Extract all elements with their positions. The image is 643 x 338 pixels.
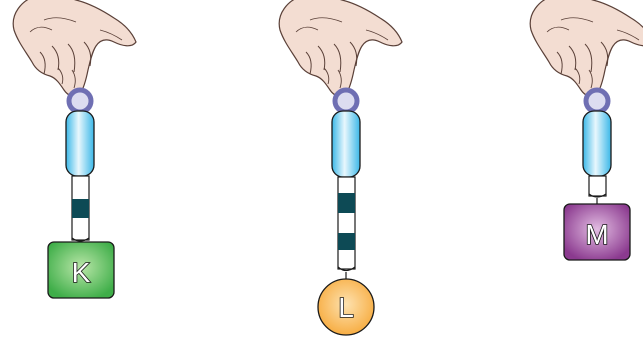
linker-segment (589, 176, 606, 196)
hand-icon (13, 0, 136, 96)
ring-icon (335, 90, 357, 112)
assembly-k: K (13, 0, 136, 298)
band-1 (338, 193, 355, 213)
ring-icon (586, 90, 608, 112)
band-1 (72, 199, 89, 218)
cylinder (66, 111, 94, 176)
band-2 (338, 233, 355, 250)
tag-l-label: L (338, 292, 354, 323)
tag-k-label: K (72, 257, 91, 288)
cylinder (583, 111, 611, 176)
hand-icon (530, 0, 643, 96)
ring-icon (69, 90, 91, 112)
cylinder (332, 111, 360, 177)
assembly-m: M (530, 0, 643, 260)
hand-icon (279, 0, 402, 96)
assembly-l: L (279, 0, 402, 335)
tag-m-label: M (585, 219, 608, 250)
linker-segment (338, 177, 355, 269)
